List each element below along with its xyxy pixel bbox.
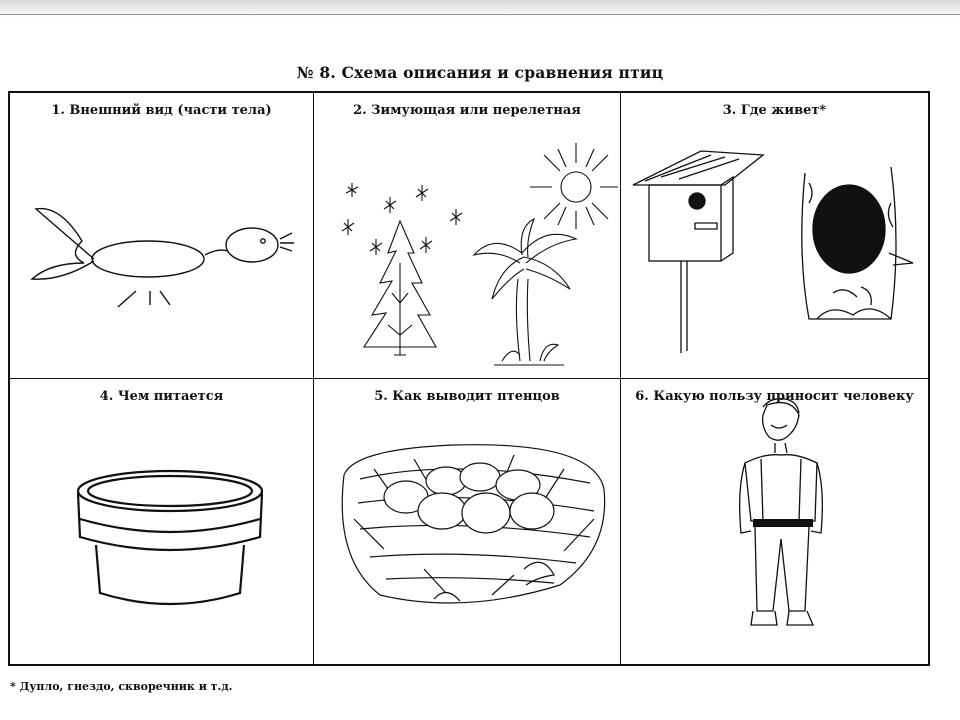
palm-tree-icon: [472, 217, 578, 366]
birdhouse-icon: [632, 150, 765, 353]
cell-label: 1. Внешний вид (части тела): [51, 103, 272, 118]
comparison-grid: 1. Внешний вид (части тела) 2. Зимующая …: [8, 91, 930, 666]
habitat-scene-icon: [632, 150, 914, 353]
scan-line: [0, 14, 960, 15]
nest-icon: [341, 444, 606, 604]
man-figure-icon: [739, 398, 823, 626]
tree-hollow-icon: [801, 166, 914, 320]
cell-habitat: 3. Где живет*: [621, 93, 928, 379]
cell-food: 4. Чем питается: [10, 379, 314, 664]
cell-label: 2. Зимующая или перелетная: [353, 103, 581, 118]
cell-label: 4. Чем питается: [99, 389, 224, 404]
cell-label: 3. Где живет*: [722, 103, 827, 118]
snowflake-icon: [341, 183, 463, 255]
bowl-icon: [76, 469, 264, 606]
cell-appearance: 1. Внешний вид (части тела): [10, 93, 314, 379]
sun-icon: [530, 143, 618, 229]
cell-benefit: 6. Какую пользу приносит человеку: [621, 379, 928, 664]
seasons-scene-icon: [341, 143, 618, 366]
egg-icon: [383, 462, 555, 534]
footnote: * Дупло, гнездо, скворечник и т.д.: [10, 680, 233, 693]
bird-outline-icon: [30, 207, 294, 308]
fir-tree-icon: [362, 219, 437, 356]
cell-rearing: 5. Как выводит птенцов: [314, 379, 621, 664]
cell-label: 6. Какую пользу приносит человеку: [635, 389, 914, 404]
cell-wintering-or-migratory: 2. Зимующая или перелетная: [314, 93, 621, 379]
scan-edge: [0, 0, 960, 18]
page-title: № 8. Схема описания и сравнения птиц: [296, 63, 664, 82]
cell-label: 5. Как выводит птенцов: [374, 389, 560, 404]
